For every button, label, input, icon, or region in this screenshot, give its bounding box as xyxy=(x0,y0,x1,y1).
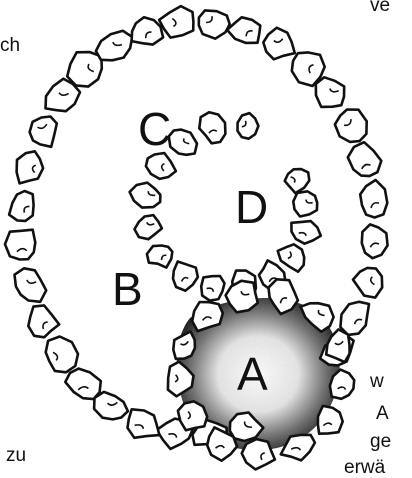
text-fragment-left-top: ch xyxy=(0,36,20,55)
text-fragment-right-w: w xyxy=(370,372,384,391)
inner-stone xyxy=(130,183,161,208)
outer-stone xyxy=(96,31,132,61)
outer-stone xyxy=(340,302,369,335)
inner-stone xyxy=(278,244,305,271)
inner-stone xyxy=(199,112,225,143)
outer-stone xyxy=(227,17,260,43)
inner-stone xyxy=(291,221,320,244)
text-fragment-right-ge: ge xyxy=(370,432,391,451)
chamber-stone xyxy=(318,406,343,434)
text-fragment-left-bottom: zu xyxy=(6,446,26,465)
outer-stone xyxy=(199,10,230,38)
text-fragment-right-a: A xyxy=(376,404,389,423)
outer-stone xyxy=(46,337,78,373)
outer-stone xyxy=(360,180,387,218)
inner-stone xyxy=(285,169,310,193)
outer-stone xyxy=(30,117,57,147)
text-fragment-right-erwa: erwä xyxy=(344,458,385,477)
outer-stone xyxy=(9,191,33,221)
label-chamber-c: C xyxy=(138,103,171,155)
outer-stone xyxy=(316,77,344,107)
text-fragment-top-right: ve xyxy=(370,0,390,15)
outer-stone xyxy=(132,17,164,44)
label-chamber-d: D xyxy=(235,181,268,233)
outer-stone xyxy=(5,230,35,260)
chamber-stone xyxy=(242,439,275,469)
chamber-stone xyxy=(178,401,207,430)
inner-stone xyxy=(201,276,224,301)
label-chamber-a: A xyxy=(237,348,268,400)
outer-stone xyxy=(362,224,388,258)
inner-stone xyxy=(146,153,176,179)
inner-stone xyxy=(135,215,162,239)
outer-stone xyxy=(17,151,43,183)
outer-stone xyxy=(15,268,47,302)
label-chamber-b: B xyxy=(112,263,143,315)
inner-stone xyxy=(169,130,197,155)
outer-stone xyxy=(67,52,102,87)
inner-stone xyxy=(238,113,259,139)
inner-stone xyxy=(147,246,172,268)
inner-stone xyxy=(293,191,317,216)
outer-stone xyxy=(128,409,160,438)
outer-stone xyxy=(348,142,382,176)
outer-stone xyxy=(353,268,382,298)
inner-stone xyxy=(173,262,198,291)
outer-stone xyxy=(65,369,101,400)
outer-stone xyxy=(335,110,367,142)
outer-stone xyxy=(28,305,59,337)
outer-stone xyxy=(263,28,295,60)
